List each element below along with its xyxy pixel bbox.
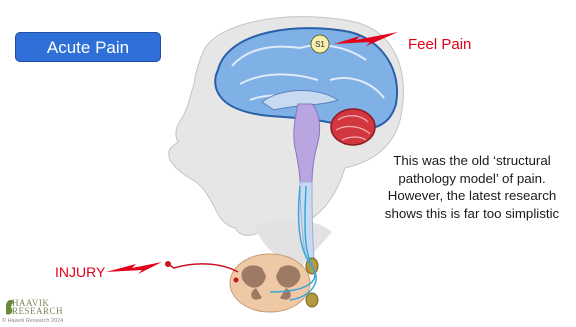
- s1-label: S1: [315, 40, 325, 49]
